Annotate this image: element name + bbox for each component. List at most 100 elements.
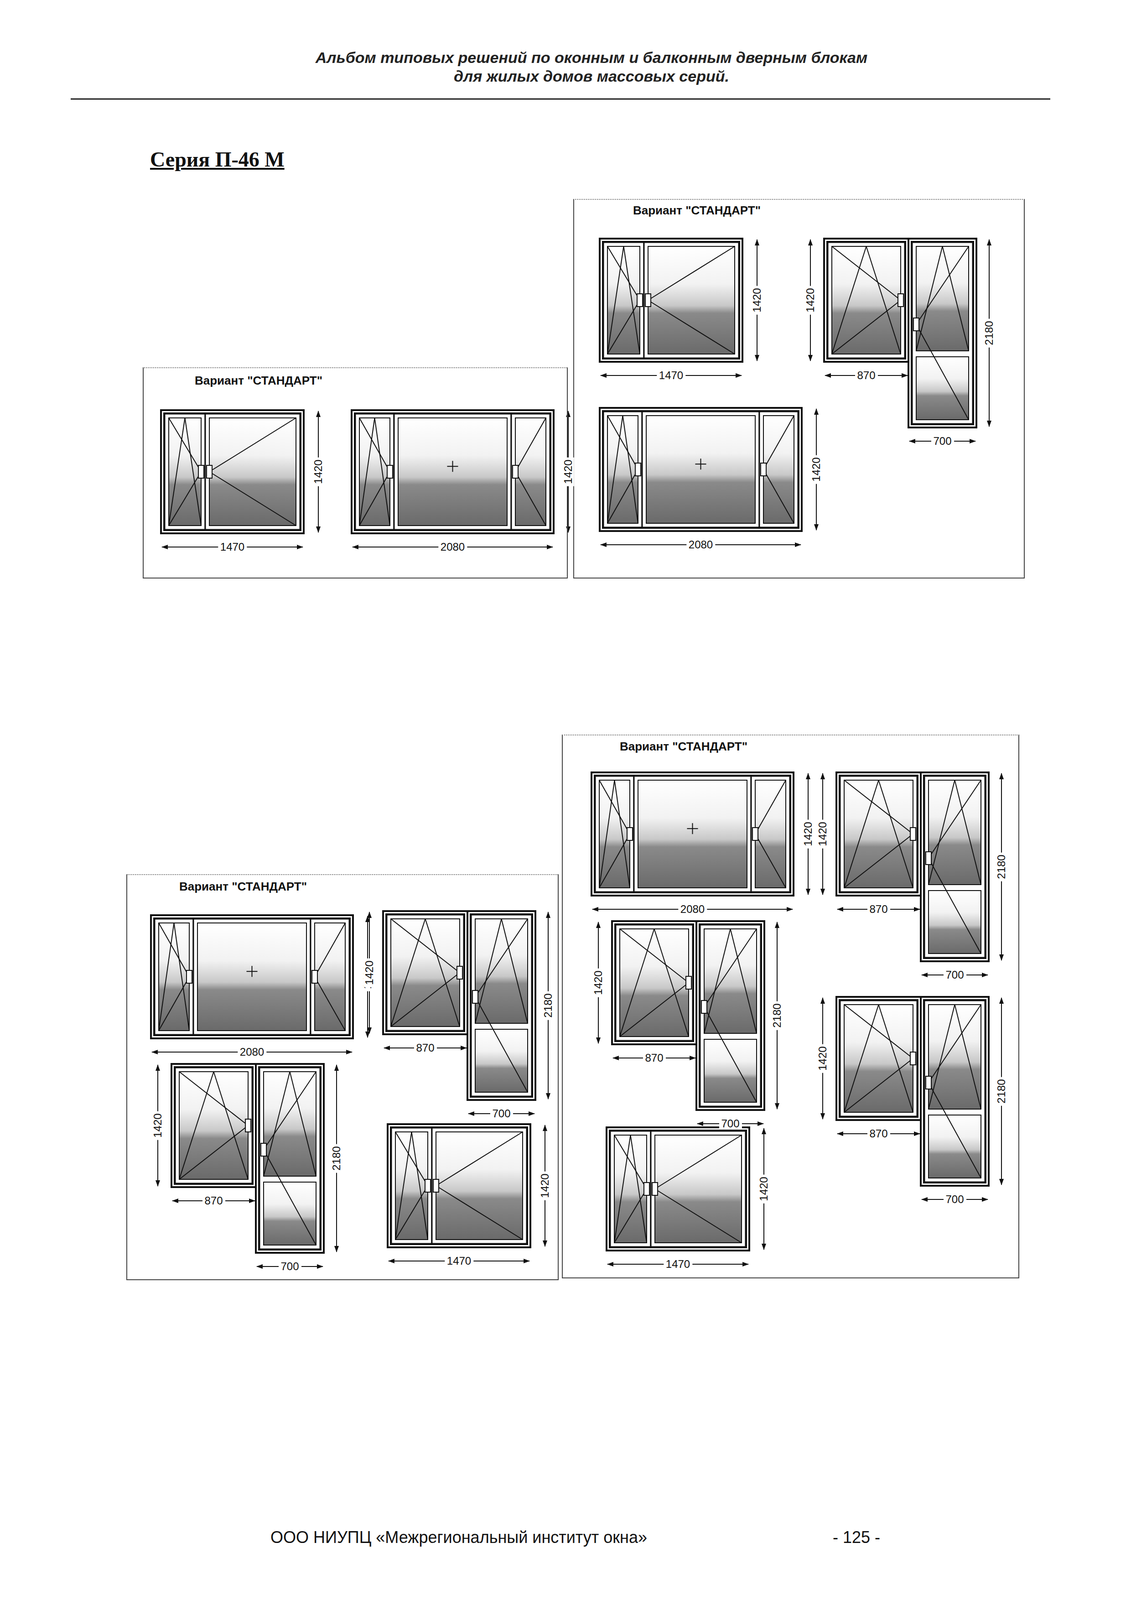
window-frame bbox=[908, 238, 977, 428]
dimension-label: 1420 bbox=[757, 1173, 770, 1203]
glass-pane bbox=[607, 246, 640, 354]
dimension-label: 2080 bbox=[438, 540, 467, 553]
opening-line bbox=[928, 1004, 955, 1109]
handle bbox=[643, 1182, 650, 1195]
sash-frame bbox=[394, 413, 512, 530]
glass-pane bbox=[515, 417, 546, 526]
opening-line bbox=[475, 918, 502, 1023]
opening-line bbox=[648, 246, 735, 301]
dimension-label: 870 bbox=[854, 369, 878, 382]
header-rule bbox=[70, 98, 1051, 100]
opening-line bbox=[928, 1004, 981, 1083]
window-frame bbox=[839, 999, 919, 1117]
glass-pane bbox=[475, 918, 528, 1023]
opening-line bbox=[954, 1004, 982, 1109]
dimension-label: 1420 bbox=[816, 819, 829, 848]
opening-line bbox=[314, 922, 346, 977]
window-frame bbox=[591, 772, 794, 896]
glass-pane bbox=[168, 417, 202, 526]
opening-line bbox=[844, 779, 914, 834]
handle bbox=[910, 1051, 916, 1065]
glass-pane bbox=[648, 246, 735, 354]
opening-line bbox=[158, 922, 190, 977]
opening-line bbox=[607, 246, 624, 354]
dimension-label: 1420 bbox=[751, 285, 763, 315]
door-leaf bbox=[924, 1000, 986, 1182]
dimension-label: 1470 bbox=[217, 540, 247, 553]
glass-pane bbox=[599, 779, 630, 888]
window-frame bbox=[258, 1066, 322, 1250]
window-frame bbox=[614, 923, 694, 1042]
opening-line bbox=[390, 918, 426, 1027]
header-line: для жилых домов массовых серий. bbox=[453, 67, 730, 85]
handle bbox=[425, 1178, 431, 1192]
handle bbox=[387, 465, 393, 478]
dimension-label: 2180 bbox=[983, 318, 996, 348]
sash-frame bbox=[633, 775, 752, 892]
glass-pane bbox=[197, 922, 307, 1031]
glass-pane bbox=[435, 1131, 523, 1240]
dimension-label: 1420 bbox=[539, 1170, 551, 1200]
dimension-label: 700 bbox=[943, 1193, 966, 1205]
opening-line bbox=[209, 417, 296, 472]
handle bbox=[752, 827, 758, 841]
handle bbox=[627, 827, 633, 841]
door-leaf bbox=[259, 1067, 321, 1249]
door-panel bbox=[928, 1114, 981, 1178]
glass-pane bbox=[844, 779, 914, 888]
opening-line bbox=[831, 246, 867, 354]
window-frame bbox=[612, 920, 697, 1044]
glass-pane bbox=[263, 1071, 317, 1176]
opening-line bbox=[730, 928, 758, 1033]
window-frame bbox=[153, 917, 351, 1036]
window-frame bbox=[594, 774, 791, 893]
opening-line bbox=[866, 246, 902, 354]
sash-frame bbox=[310, 918, 350, 1035]
handle bbox=[701, 1000, 707, 1013]
opening-line bbox=[395, 1185, 428, 1240]
sash-frame bbox=[751, 775, 790, 892]
handle bbox=[652, 1182, 658, 1195]
window-frame bbox=[163, 412, 301, 531]
panel-heading: Вариант "СТАНДАРТ" bbox=[632, 203, 761, 218]
opening-line bbox=[755, 833, 786, 888]
opening-line bbox=[928, 779, 955, 885]
fixed-mark bbox=[692, 822, 694, 834]
glass-pane bbox=[314, 922, 346, 1031]
sash-frame bbox=[355, 413, 395, 530]
handle bbox=[206, 465, 213, 478]
opening-line bbox=[916, 246, 969, 325]
opening-line bbox=[844, 1004, 879, 1112]
opening-line bbox=[614, 1188, 647, 1243]
dimension-label: 870 bbox=[202, 1194, 225, 1207]
window-frame bbox=[911, 241, 974, 425]
window-frame bbox=[839, 774, 919, 893]
dimension-label: 1420 bbox=[312, 456, 325, 486]
handle bbox=[645, 293, 651, 307]
opening-line bbox=[763, 415, 794, 470]
sash-frame bbox=[386, 914, 464, 1031]
handle bbox=[245, 1118, 251, 1132]
opening-line bbox=[704, 928, 757, 1007]
opening-line bbox=[654, 928, 690, 1037]
handle bbox=[913, 317, 919, 331]
door-panel bbox=[704, 1038, 757, 1102]
window-frame bbox=[599, 407, 802, 531]
opening-line bbox=[844, 1058, 914, 1112]
footer-publisher: ООО НИУПЦ «Межрегиональный институт окна… bbox=[270, 1527, 648, 1547]
glass-pane bbox=[398, 417, 508, 526]
glass-pane bbox=[844, 1004, 914, 1112]
opening-line bbox=[179, 1071, 214, 1179]
window-frame bbox=[606, 1126, 750, 1251]
opening-line bbox=[704, 928, 731, 1033]
dimension-label: 2080 bbox=[678, 902, 707, 915]
handle bbox=[456, 965, 463, 979]
opening-line bbox=[619, 982, 689, 1037]
opening-line bbox=[954, 779, 982, 885]
handle bbox=[897, 293, 904, 307]
window-frame bbox=[354, 412, 551, 531]
variant-panel: Вариант "СТАНДАРТ" bbox=[573, 198, 1025, 579]
opening-line bbox=[654, 1188, 742, 1243]
opening-line bbox=[168, 417, 186, 526]
glass-pane bbox=[646, 415, 756, 524]
